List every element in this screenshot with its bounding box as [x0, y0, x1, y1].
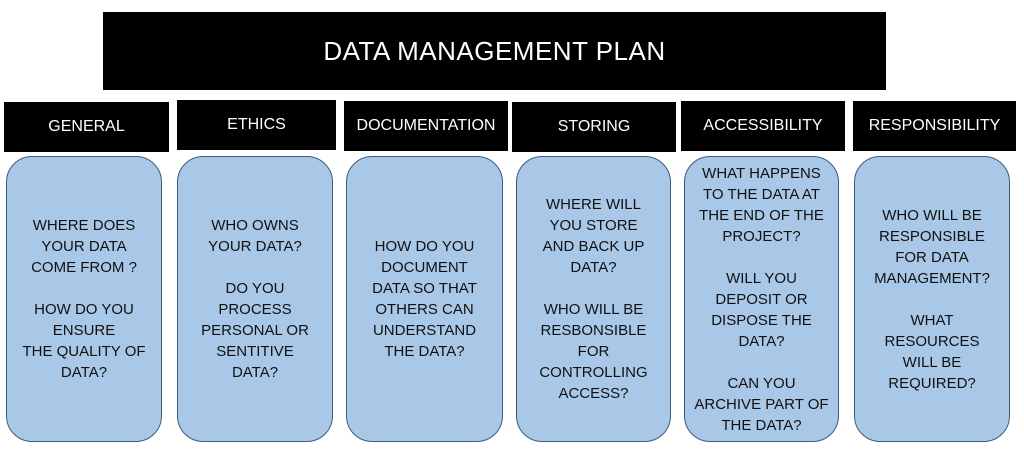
- page-title: DATA MANAGEMENT PLAN: [103, 12, 886, 90]
- column-header-accessibility: ACCESSIBILITY: [681, 101, 845, 151]
- card-responsibility: WHO WILL BE RESPONSIBLE FOR DATA MANAGEM…: [854, 156, 1010, 442]
- question: WHO WILL BE RESBONSIBLE FOR CONTROLLING …: [539, 301, 648, 402]
- question: CAN YOU ARCHIVE PART OF THE DATA?: [694, 374, 829, 434]
- question: WHO WILL BE RESPONSIBLE FOR DATA MANAGEM…: [874, 206, 990, 287]
- card-accessibility: WHAT HAPPENS TO THE DATA AT THE END OF T…: [684, 156, 839, 442]
- card-documentation: HOW DO YOU DOCUMENT DATA SO THAT OTHERS …: [346, 156, 503, 442]
- question: DO YOU PROCESS PERSONAL OR SENTITIVE DAT…: [201, 280, 309, 381]
- column-header-documentation: DOCUMENTATION: [344, 101, 508, 151]
- question: WHAT RESOURCES WILL BE REQUIRED?: [884, 311, 980, 392]
- column-header-responsibility: RESPONSIBILITY: [853, 101, 1016, 151]
- column-header-ethics: ETHICS: [177, 100, 336, 150]
- card-general: WHERE DOES YOUR DATA COME FROM ? HOW DO …: [6, 156, 162, 442]
- question: WILL YOU DEPOSIT OR DISPOSE THE DATA?: [711, 269, 812, 350]
- card-storing: WHERE WILL YOU STORE AND BACK UP DATA? W…: [516, 156, 671, 442]
- card-ethics: WHO OWNS YOUR DATA? DO YOU PROCESS PERSO…: [177, 156, 333, 442]
- column-header-storing: STORING: [512, 102, 676, 152]
- question: WHAT HAPPENS TO THE DATA AT THE END OF T…: [699, 164, 824, 245]
- question: WHERE WILL YOU STORE AND BACK UP DATA?: [542, 196, 645, 276]
- question: HOW DO YOU ENSURE THE QUALITY OF DATA?: [22, 301, 146, 381]
- question: WHERE DOES YOUR DATA COME FROM ?: [31, 217, 137, 276]
- column-header-general: GENERAL: [4, 102, 169, 152]
- question: WHO OWNS YOUR DATA?: [208, 217, 302, 255]
- question: HOW DO YOU DOCUMENT DATA SO THAT OTHERS …: [372, 238, 477, 360]
